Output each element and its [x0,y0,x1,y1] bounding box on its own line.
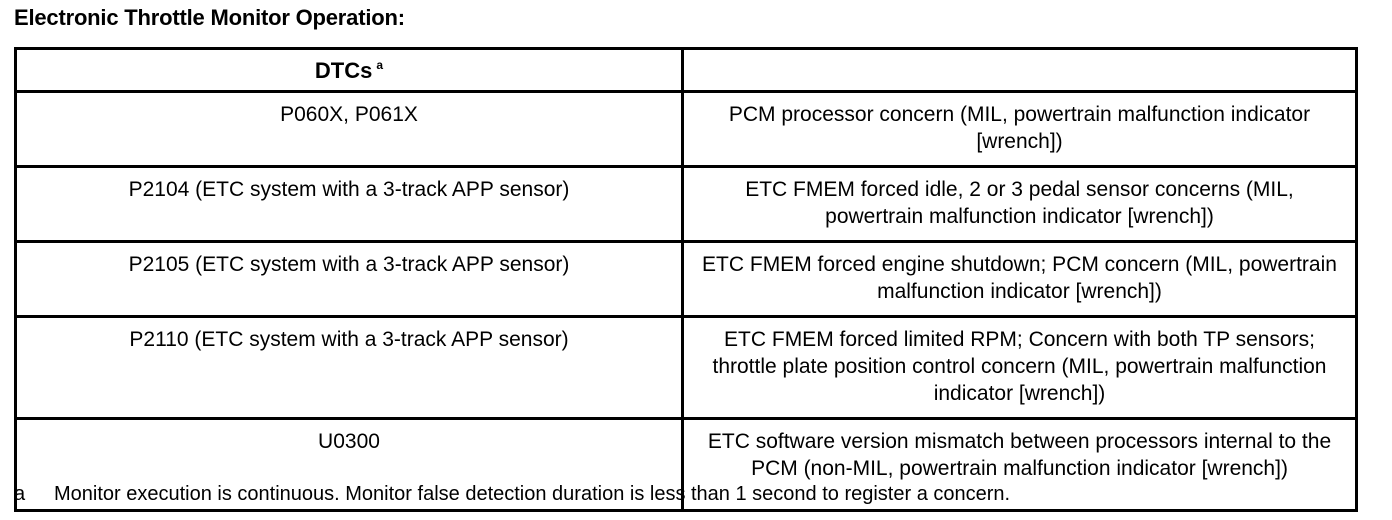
page-title: Electronic Throttle Monitor Operation: [14,5,405,30]
cell-dtc-text: P2110 (ETC system with a 3-track APP sen… [129,328,569,351]
cell-description-text: ETC FMEM forced idle, 2 or 3 pedal senso… [745,178,1294,228]
cell-description: ETC software version mismatch between pr… [681,417,1358,512]
cell-description: PCM processor concern (MIL, powertrain m… [681,90,1358,168]
cell-dtc-text: U0300 [318,430,380,453]
cell-dtc: P2110 (ETC system with a 3-track APP sen… [14,315,684,420]
table-row: P2105 (ETC system with a 3-track APP sen… [14,240,1358,318]
cell-dtc: P2105 (ETC system with a 3-track APP sen… [14,240,684,318]
cell-dtc: P2104 (ETC system with a 3-track APP sen… [14,165,684,243]
cell-description-text: ETC FMEM forced engine shutdown; PCM con… [702,253,1337,303]
column-header-dtcs-label: DTCs [314,57,373,83]
cell-description-text: PCM processor concern (MIL, powertrain m… [728,103,1311,153]
cell-dtc-text: P060X, P061X [280,103,418,126]
column-header-dtcs-footnote-marker: a [376,58,384,73]
table-row: P2110 (ETC system with a 3-track APP sen… [14,315,1358,420]
table-row: U0300 ETC software version mismatch betw… [14,417,1358,512]
column-header-description [681,47,1358,93]
cell-description-text: ETC FMEM forced limited RPM; Concern wit… [712,328,1327,405]
cell-description-text: ETC software version mismatch between pr… [707,430,1332,480]
cell-dtc-text: P2105 (ETC system with a 3-track APP sen… [128,253,570,276]
cell-description: ETC FMEM forced idle, 2 or 3 pedal senso… [681,165,1358,243]
cell-description: ETC FMEM forced limited RPM; Concern wit… [681,315,1358,420]
footnote: a Monitor execution is continuous. Monito… [14,481,1374,507]
footnote-text: Monitor execution is continuous. Monitor… [54,483,1011,505]
cell-description: ETC FMEM forced engine shutdown; PCM con… [681,240,1358,318]
table-row: P060X, P061X PCM processor concern (MIL,… [14,90,1358,168]
cell-dtc-text: P2104 (ETC system with a 3-track APP sen… [128,178,570,201]
cell-dtc: U0300 [14,417,684,512]
cell-dtc: P060X, P061X [14,90,684,168]
footnote-marker: a [14,483,26,505]
table-row: P2104 (ETC system with a 3-track APP sen… [14,165,1358,243]
table-body: P060X, P061X PCM processor concern (MIL,… [14,90,1358,512]
